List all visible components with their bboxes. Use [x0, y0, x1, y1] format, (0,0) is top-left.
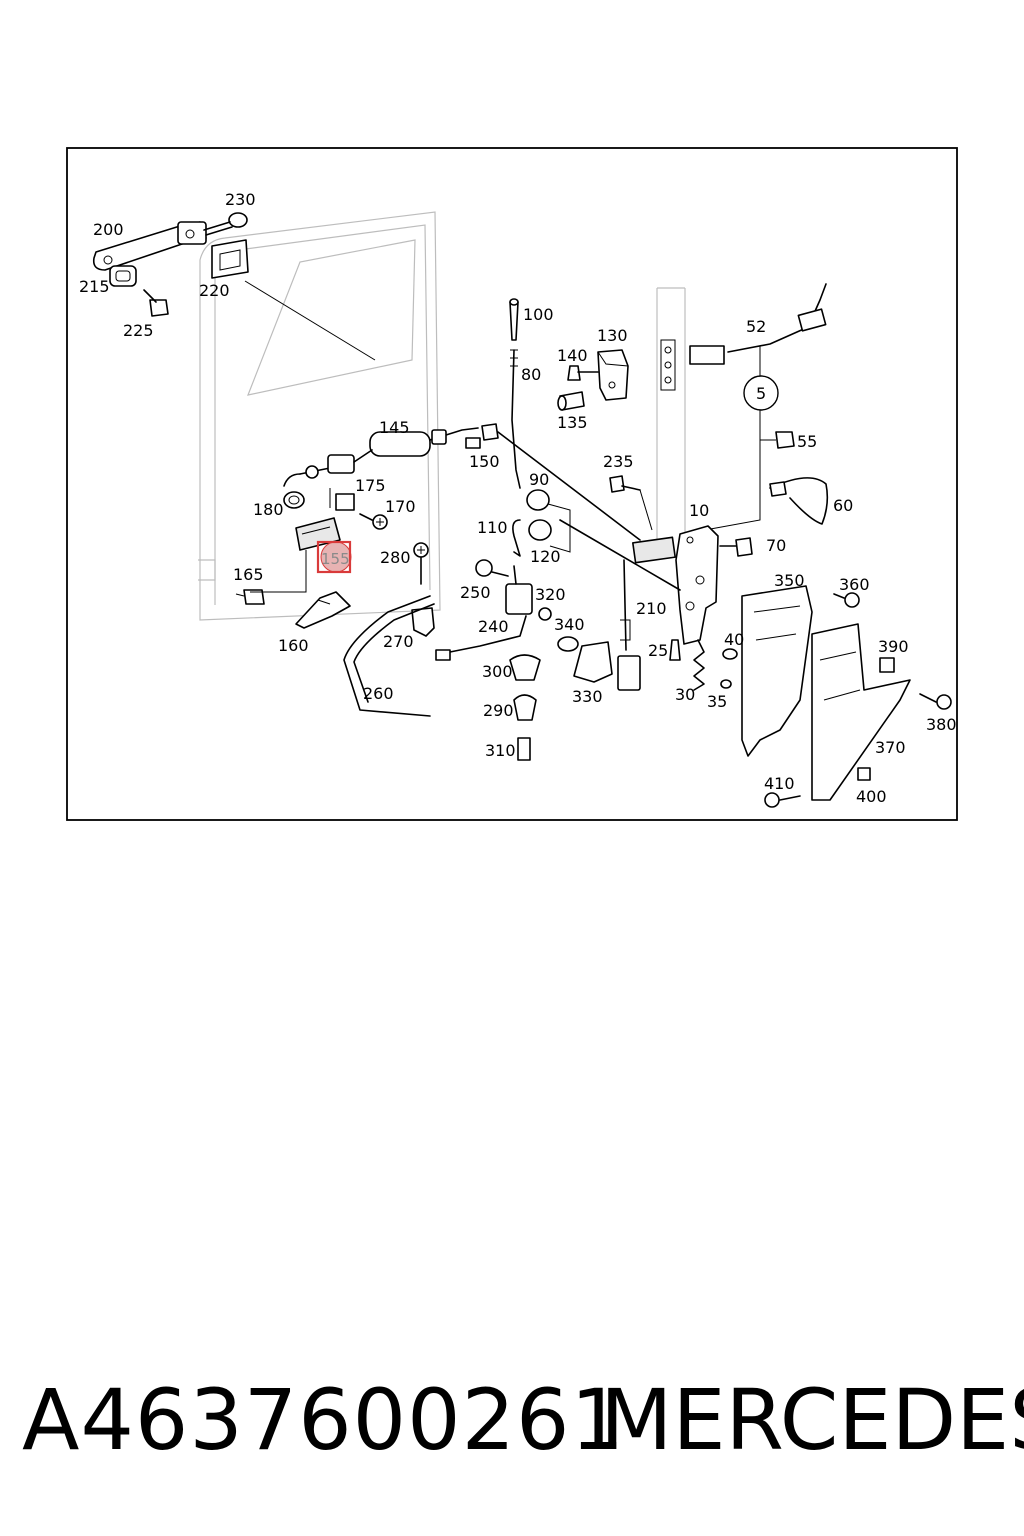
callout-label: 160	[278, 636, 309, 655]
grommets	[509, 636, 579, 761]
callout-label: 40	[724, 630, 744, 649]
callout-label: 215	[79, 277, 110, 296]
callout-label: 170	[385, 497, 416, 516]
callout-label: 70	[766, 536, 786, 555]
callout-label: 350	[774, 571, 805, 590]
callout-label: 340	[554, 615, 585, 634]
bolt-225	[143, 289, 169, 317]
cable-end-150	[465, 423, 641, 541]
callout-label: 210	[636, 599, 667, 618]
rod-210	[617, 559, 641, 691]
highlighted-callout-label: 155	[321, 550, 350, 568]
handle-gasket	[109, 265, 137, 287]
callout-label: 165	[233, 565, 264, 584]
callout-label: 360	[839, 575, 870, 594]
callout-label: 235	[603, 452, 634, 471]
callout-label: 90	[529, 470, 549, 489]
diagram-frame	[66, 147, 958, 821]
clip-165	[235, 589, 265, 605]
callout-label: 310	[485, 741, 516, 760]
cable-145	[283, 427, 479, 487]
callout-label: 230	[225, 190, 256, 209]
callout-label: 410	[764, 774, 795, 793]
lock-rod	[509, 298, 521, 489]
screw-140	[567, 365, 581, 381]
callout-label: 380	[926, 715, 957, 734]
callout-label: 120	[530, 547, 561, 566]
callout-label: 290	[483, 701, 514, 720]
callout-label: 110	[477, 518, 508, 537]
screw-70	[719, 537, 753, 557]
handle-seal	[211, 239, 249, 279]
callout-label: 5	[756, 384, 766, 403]
callout-label: 52	[746, 317, 766, 336]
callout-label: 200	[93, 220, 124, 239]
callout-label: 135	[557, 413, 588, 432]
callout-labels: 200 230 215 220 225 100 130 140 80 135 5…	[79, 190, 957, 806]
outer-door-handle	[92, 221, 207, 271]
callout-label: 330	[572, 687, 603, 706]
callout-label: 10	[689, 501, 709, 520]
callout-label: 280	[380, 548, 411, 567]
callout-label: 320	[535, 585, 566, 604]
clip-55	[775, 431, 795, 449]
brand-name: MERCEDES	[600, 1371, 1024, 1469]
footer: A4637600261 MERCEDES	[0, 1370, 1024, 1480]
screw-170	[359, 513, 388, 530]
clip-175	[335, 493, 355, 511]
screw-280	[413, 542, 429, 585]
callout-label: 140	[557, 346, 588, 365]
callout-circle-5	[743, 375, 779, 411]
clip-270	[411, 607, 435, 637]
callout-label: 55	[797, 432, 817, 451]
callout-label: 30	[675, 685, 695, 704]
parts-diagram: 200 230 215 220 225 100 130 140 80 135 5…	[66, 147, 958, 821]
seal-strip-260	[343, 595, 435, 717]
callout-label: 175	[355, 476, 386, 495]
callout-label: 60	[833, 496, 853, 515]
cable-strap-60	[769, 477, 829, 525]
door-lock-10	[559, 519, 719, 645]
callout-label: 400	[856, 787, 887, 806]
callout-label: 80	[521, 365, 541, 384]
callout-label: 180	[253, 500, 284, 519]
callout-label: 145	[379, 418, 410, 437]
callout-label: 220	[199, 281, 230, 300]
highlighted-callout-155[interactable]: 155	[316, 540, 352, 574]
callout-label: 100	[523, 305, 554, 324]
callout-label: 225	[123, 321, 154, 340]
inner-handle	[295, 591, 351, 629]
callout-label: 150	[469, 452, 500, 471]
bracket-130	[597, 349, 629, 401]
pillar-outline	[656, 287, 686, 560]
bushings-90-120	[512, 489, 571, 557]
spring-30	[669, 639, 705, 691]
trim-panel-350-370	[741, 585, 911, 801]
callout-label: 300	[482, 662, 513, 681]
callout-label: 260	[363, 684, 394, 703]
screw-235	[609, 475, 653, 531]
callout-label: 250	[460, 583, 491, 602]
callout-label: 270	[383, 632, 414, 651]
small-parts-35-40	[720, 648, 738, 689]
callout-label: 240	[478, 617, 509, 636]
fasteners	[764, 592, 952, 808]
part-number: A4637600261	[22, 1371, 625, 1469]
callout-label: 25	[648, 641, 668, 660]
callout-label: 130	[597, 326, 628, 345]
bushing-180	[283, 491, 305, 509]
callout-label: 390	[878, 637, 909, 656]
callout-label: 370	[875, 738, 906, 757]
actuator-240	[435, 559, 552, 661]
wiring-harness	[689, 283, 827, 531]
bracket-330	[573, 641, 613, 683]
screw-230	[203, 212, 248, 236]
callout-label: 35	[707, 692, 727, 711]
